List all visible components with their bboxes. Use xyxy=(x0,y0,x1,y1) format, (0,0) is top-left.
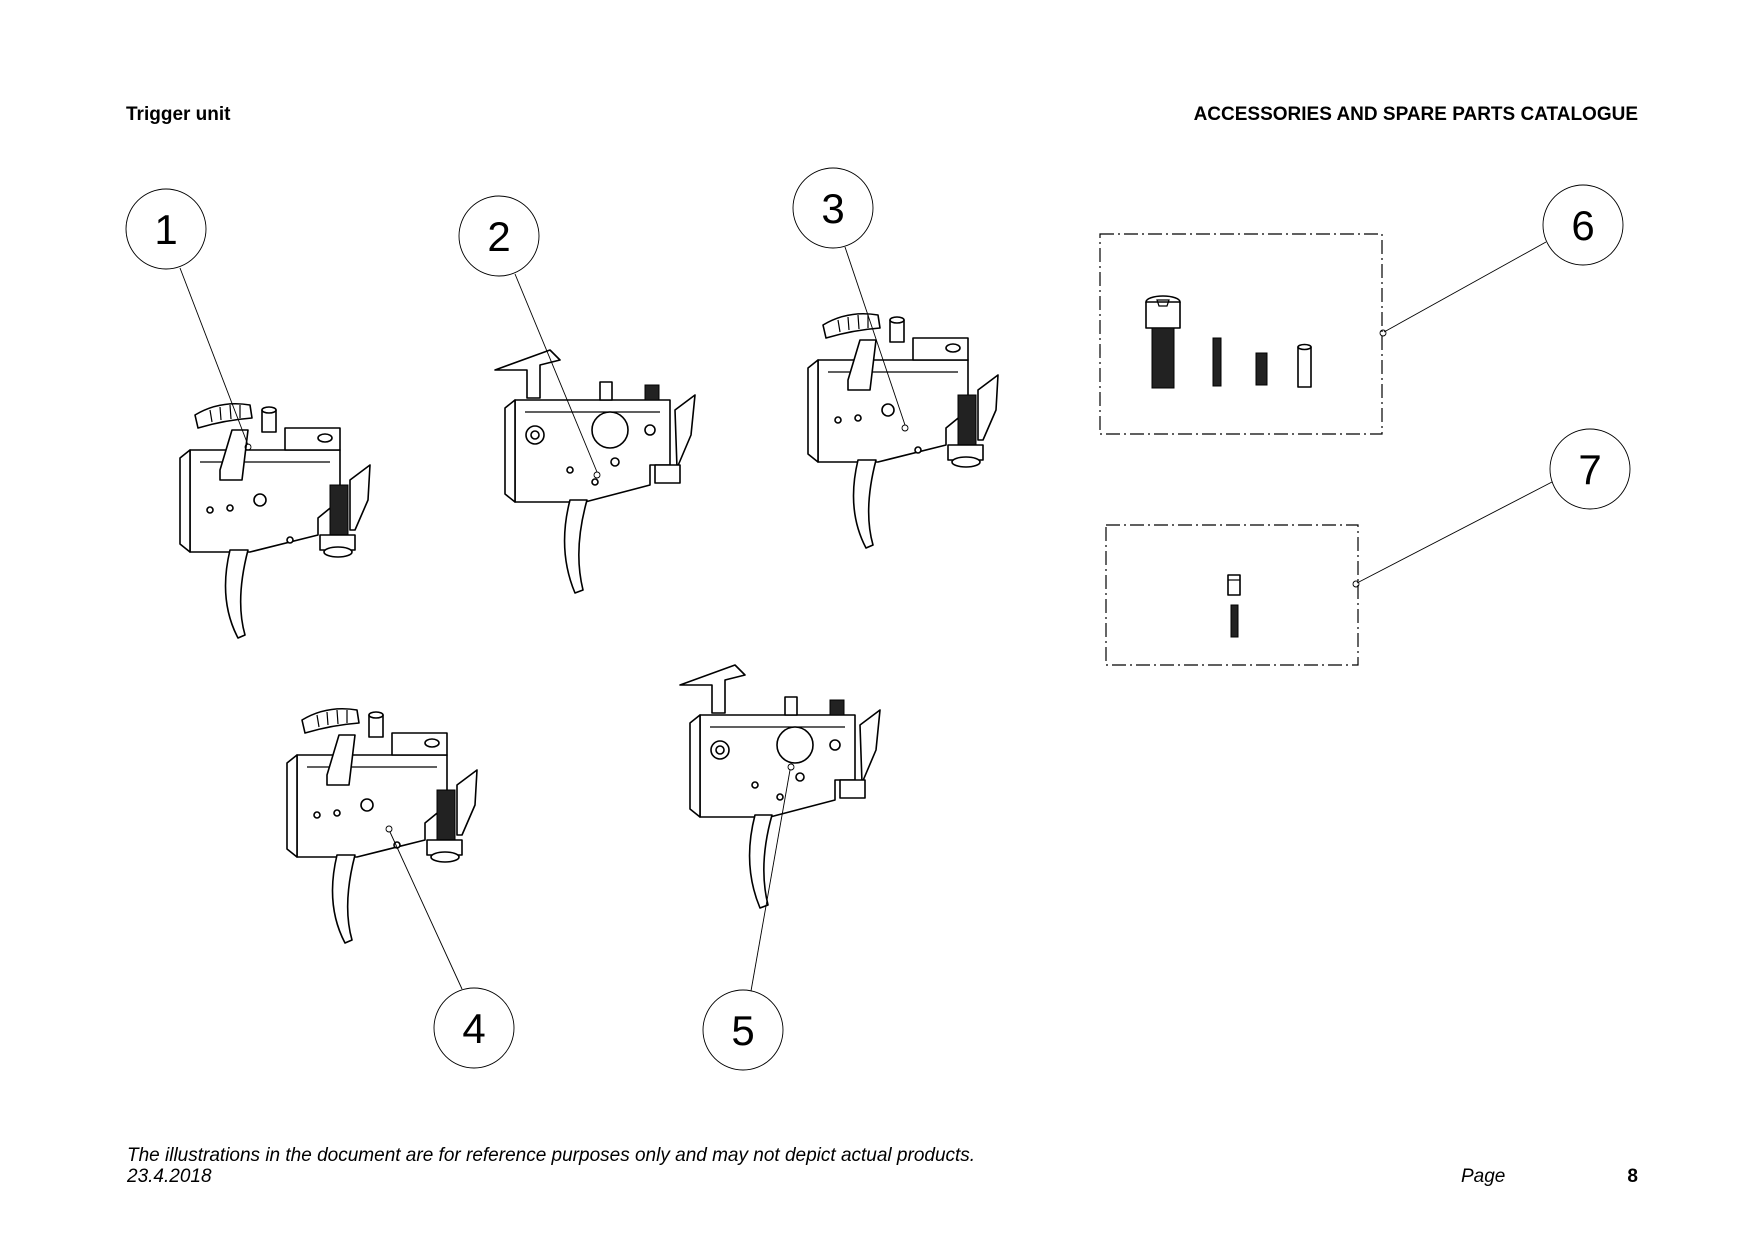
callout-2: 2 xyxy=(458,195,601,479)
callout-number: 5 xyxy=(731,1007,754,1054)
callout-number: 4 xyxy=(462,1005,485,1052)
callout-1: 1 xyxy=(125,188,252,451)
footer-disclaimer: The illustrations in the document are fo… xyxy=(127,1145,976,1166)
callout-number: 1 xyxy=(154,206,177,253)
section-title: Trigger unit xyxy=(126,104,231,125)
callout-7: 7 xyxy=(1352,428,1631,588)
callout-number: 7 xyxy=(1578,446,1601,493)
footer-date: 23.4.2018 xyxy=(127,1166,212,1187)
callout-6: 6 xyxy=(1379,184,1624,337)
callout-4: 4 xyxy=(385,825,515,1069)
callout-number: 6 xyxy=(1571,202,1594,249)
page-label: Page xyxy=(1461,1166,1506,1187)
catalogue-title: ACCESSORIES AND SPARE PARTS CATALOGUE xyxy=(1193,104,1638,125)
callout-number: 2 xyxy=(487,213,510,260)
callout-5: 5 xyxy=(702,763,795,1071)
callout-3: 3 xyxy=(792,167,909,432)
callout-number: 3 xyxy=(821,185,844,232)
kit-box-7 xyxy=(1105,524,1359,666)
kit-box-6 xyxy=(1099,233,1383,435)
page-number: 8 xyxy=(1627,1166,1638,1187)
